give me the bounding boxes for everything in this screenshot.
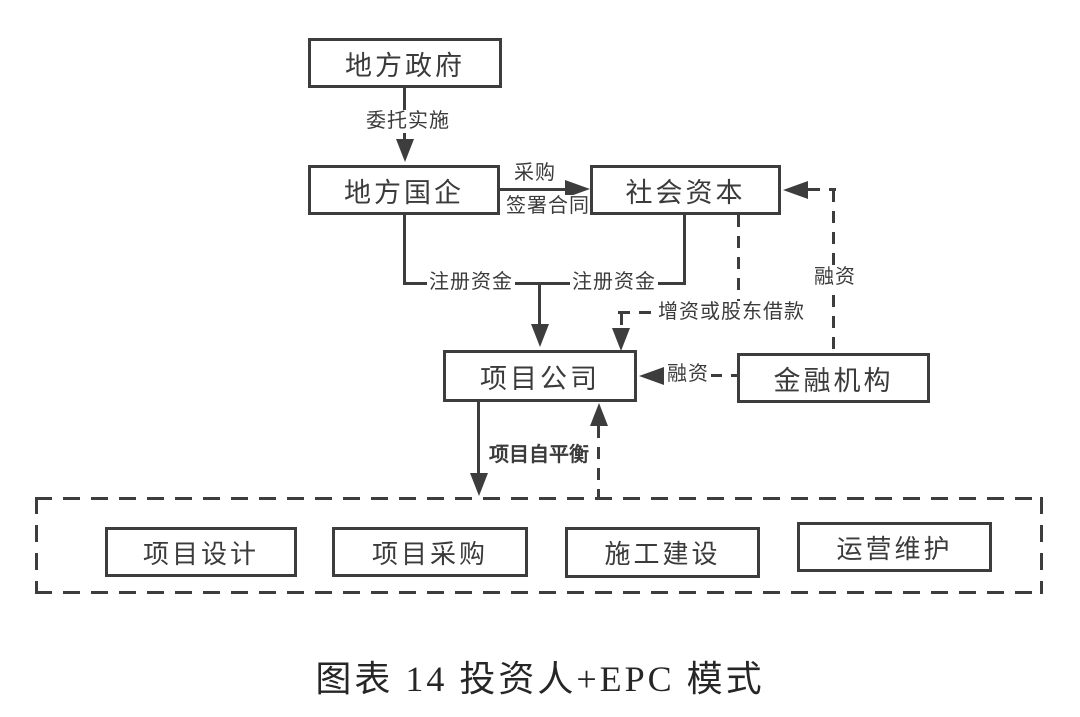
edge-regcap-center-stem bbox=[538, 285, 541, 325]
node-project-company: 项目公司 bbox=[443, 350, 637, 402]
edge-epc-feedback-stem bbox=[597, 426, 600, 497]
edge-regcap-social-stem bbox=[683, 215, 686, 285]
edge-financing-social-stem-horizontal bbox=[808, 188, 836, 191]
edge-self-balance-arrowhead-down bbox=[470, 473, 488, 496]
edge-regcap-soe-label: 注册资金 bbox=[427, 271, 515, 294]
node-project-design-label: 项目设计 bbox=[142, 538, 259, 569]
edge-financing-project-stem bbox=[710, 374, 737, 377]
edge-capital-increase-stem-horizontal bbox=[618, 311, 656, 314]
edge-sign-contract-label: 签署合同 bbox=[504, 195, 592, 218]
edge-procurement-arrowhead-right bbox=[565, 180, 590, 198]
edge-entrust-label: 委托实施 bbox=[364, 110, 452, 133]
edge-financing-project-label: 融资 bbox=[665, 363, 711, 386]
edge-procurement-stem bbox=[500, 188, 568, 191]
node-construction: 施工建设 bbox=[565, 527, 760, 578]
node-financial-institution: 金融机构 bbox=[737, 353, 930, 403]
node-operation-maintenance-label: 运营维护 bbox=[836, 533, 953, 564]
node-construction-label: 施工建设 bbox=[604, 539, 721, 569]
edge-self-balance-stem bbox=[477, 402, 480, 474]
edge-regcap-soe-stem bbox=[403, 215, 406, 285]
node-project-procurement-label: 项目采购 bbox=[371, 538, 488, 569]
node-project-design: 项目设计 bbox=[105, 527, 297, 577]
node-local-government: 地方政府 bbox=[308, 38, 502, 88]
node-local-soe: 地方国企 bbox=[308, 165, 500, 215]
edge-capital-increase-stem-vertical bbox=[737, 215, 740, 303]
edge-self-balance-label: 项目自平衡 bbox=[487, 444, 591, 467]
edge-regcap-arrowhead-down bbox=[531, 324, 549, 347]
edge-financing-social-arrowhead-left bbox=[783, 181, 808, 199]
edge-financing-project-arrowhead-left bbox=[639, 367, 664, 385]
edge-regcap-social-label: 注册资金 bbox=[570, 271, 658, 294]
edge-procurement-label: 采购 bbox=[512, 162, 558, 185]
node-operation-maintenance: 运营维护 bbox=[797, 522, 992, 572]
node-project-procurement: 项目采购 bbox=[332, 527, 528, 577]
figure-caption: 图表 14 投资人+EPC 模式 bbox=[315, 659, 765, 699]
edge-entrust-arrowhead-down bbox=[396, 139, 414, 162]
edge-capital-increase-arrowhead-down bbox=[612, 328, 630, 351]
edge-capital-increase-drop bbox=[620, 313, 623, 331]
node-social-capital: 社会资本 bbox=[590, 165, 781, 215]
node-local-soe-label: 地方国企 bbox=[344, 177, 464, 208]
edge-epc-feedback-arrowhead-up bbox=[590, 403, 608, 426]
node-financial-institution-label: 金融机构 bbox=[773, 365, 894, 396]
edge-regcap-merge-line bbox=[403, 282, 686, 285]
edge-capital-increase-label: 增资或股东借款 bbox=[656, 301, 807, 324]
node-social-capital-label: 社会资本 bbox=[625, 177, 746, 208]
node-local-government-label: 地方政府 bbox=[345, 50, 465, 81]
edge-financing-social-label: 融资 bbox=[812, 266, 858, 289]
node-project-company-label: 项目公司 bbox=[480, 363, 600, 394]
